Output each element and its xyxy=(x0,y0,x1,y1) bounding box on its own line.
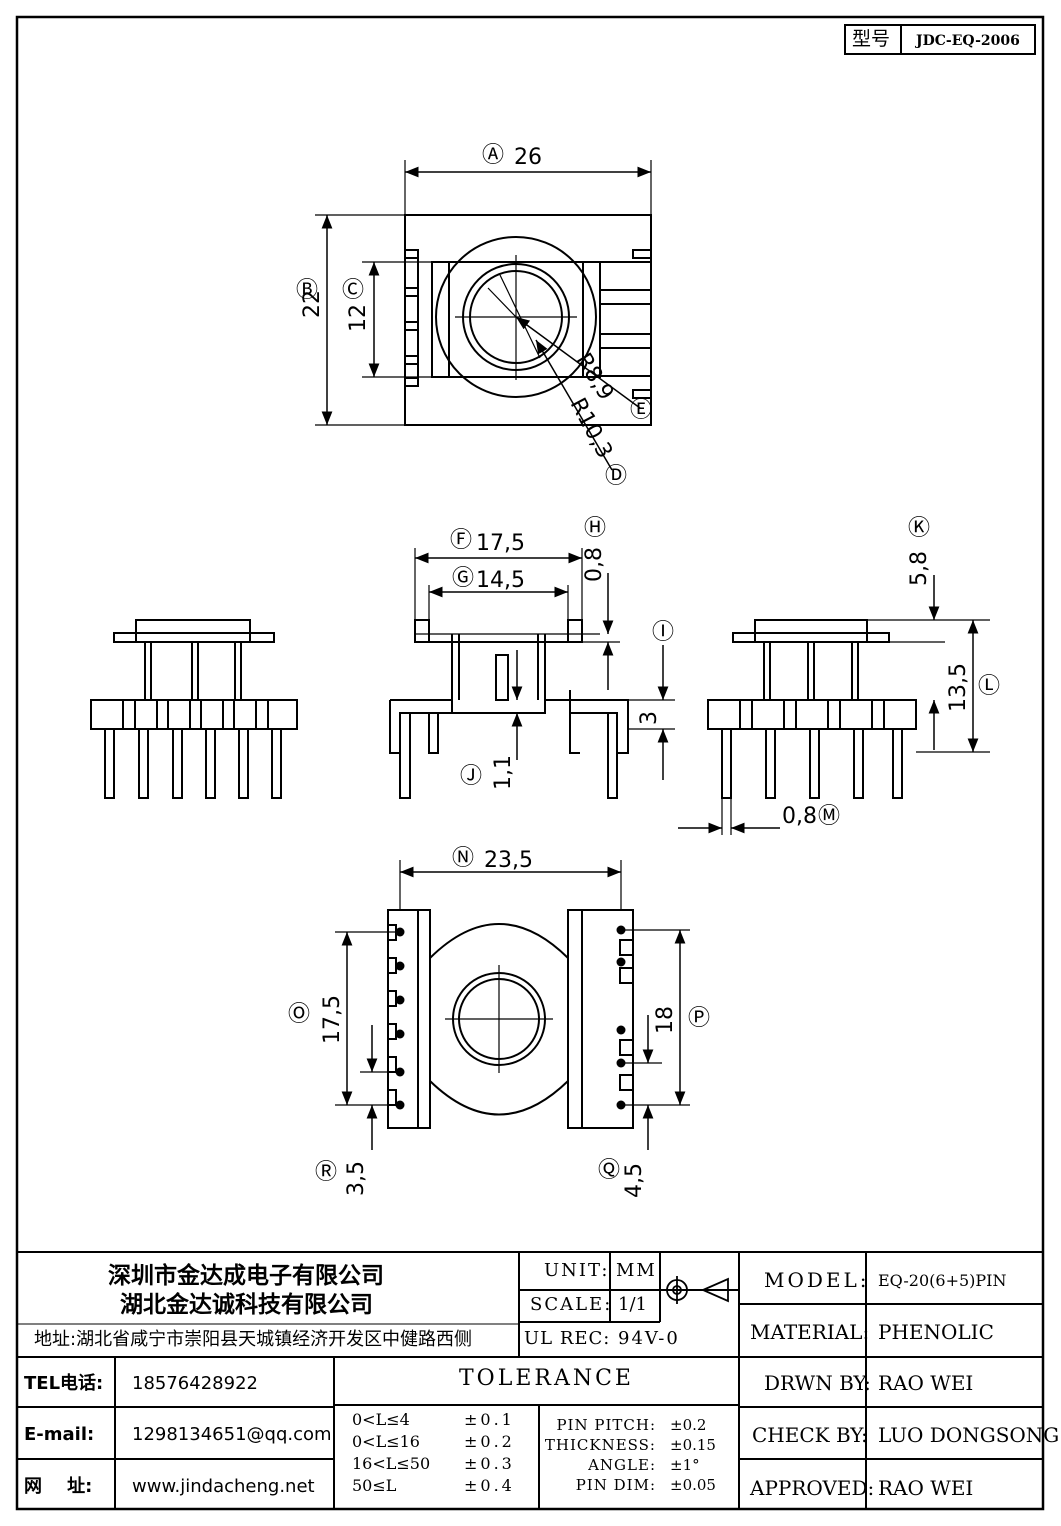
company-name-2: 湖北金达诚科技有限公司 xyxy=(120,1292,373,1318)
ulrec-value: 94V-0 xyxy=(618,1328,680,1349)
tol-value-1: ±0.1 xyxy=(464,1410,515,1429)
unit-value: MM xyxy=(616,1260,657,1281)
unit-label: UNIT: xyxy=(544,1260,610,1281)
dim-o-value: 17,5 xyxy=(320,995,345,1044)
top-view xyxy=(315,160,652,471)
tol-value-2: ±0.2 xyxy=(464,1432,515,1451)
material-label: MATERIAL: xyxy=(750,1320,870,1344)
dim-q-value: 4,5 xyxy=(622,1163,647,1198)
tol-value-4: ±0.4 xyxy=(464,1476,515,1495)
scale-value: 1/1 xyxy=(618,1294,647,1315)
dim-h-value: 0,8 xyxy=(582,547,607,582)
angle-value: ±1° xyxy=(670,1456,700,1474)
scale-label: SCALE: xyxy=(530,1294,613,1315)
dim-p-value: 18 xyxy=(653,1006,678,1034)
dim-b-value: 22 xyxy=(300,290,325,318)
tol-range-3: 16<L≤50 xyxy=(352,1454,431,1473)
side-view-right xyxy=(678,575,990,835)
dim-k-letter: Ⓚ xyxy=(908,516,931,541)
web-value: www.jindacheng.net xyxy=(132,1476,315,1497)
dim-h-letter: Ⓗ xyxy=(584,516,607,541)
tel-value: 18576428922 xyxy=(132,1373,258,1394)
title-block-grid xyxy=(17,24,1043,1509)
approved-label: APPROVED: xyxy=(750,1476,875,1500)
dim-j-letter: Ⓙ xyxy=(460,764,483,789)
front-view-center xyxy=(389,548,675,799)
dim-g-letter: Ⓖ xyxy=(452,566,475,591)
dim-o-letter: Ⓞ xyxy=(288,1002,311,1027)
dim-g-value: 14,5 xyxy=(476,568,525,593)
email-label: E-mail: xyxy=(24,1424,95,1445)
pin-dots xyxy=(395,925,626,1110)
tol-range-4: 50≤L xyxy=(352,1476,397,1495)
dim-m-letter: Ⓜ xyxy=(818,804,841,829)
tolerance-title: TOLERANCE xyxy=(459,1366,634,1391)
tel-label: TEL电话: xyxy=(24,1373,104,1394)
drawn-value: RAO WEI xyxy=(878,1371,974,1395)
pin-pitch-value: ±0.2 xyxy=(670,1416,707,1434)
dim-a-letter: Ⓐ xyxy=(482,143,505,168)
pin-dim-label: PIN DIM: xyxy=(575,1476,656,1494)
dim-m-value: 0,8 xyxy=(782,804,817,829)
approved-value: RAO WEI xyxy=(878,1476,974,1500)
drawn-label: DRWN BY: xyxy=(764,1371,871,1395)
pin-pitch-label: PIN PITCH: xyxy=(556,1416,656,1434)
dim-i-value: 3 xyxy=(637,711,662,725)
dim-j-value: 1,1 xyxy=(491,755,516,790)
thickness-label: THICKNESS: xyxy=(544,1436,656,1454)
company-name-1: 深圳市金达成电子有限公司 xyxy=(108,1263,384,1289)
front-view-left xyxy=(90,619,298,799)
dim-n-value: 23,5 xyxy=(484,848,533,873)
tol-range-2: 0<L≤16 xyxy=(352,1432,420,1451)
model-label: MODEL: xyxy=(764,1268,870,1292)
dim-q-letter: Ⓠ xyxy=(598,1158,621,1183)
dim-r-value: 3,5 xyxy=(344,1161,369,1196)
dim-n-letter: Ⓝ xyxy=(452,846,475,871)
dim-e-letter: Ⓔ xyxy=(630,398,653,423)
bottom-view xyxy=(335,860,690,1150)
pin-dim-value: ±0.05 xyxy=(670,1476,716,1494)
thickness-value: ±0.15 xyxy=(670,1436,716,1454)
dim-d-letter: Ⓓ xyxy=(605,464,628,489)
dim-r-letter: Ⓡ xyxy=(315,1160,338,1185)
tol-value-3: ±0.3 xyxy=(464,1454,515,1473)
model-box-value: JDC-EQ-2006 xyxy=(916,33,1020,49)
dim-k-value: 5,8 xyxy=(907,551,932,586)
model-box-label: 型号 xyxy=(852,28,891,50)
dim-f-letter: Ⓕ xyxy=(450,528,473,553)
dim-i-letter: Ⓘ xyxy=(652,620,675,645)
dim-p-letter: Ⓟ xyxy=(688,1006,711,1031)
check-label: CHECK BY: xyxy=(752,1423,868,1447)
email-value: 1298134651@qq.com xyxy=(132,1424,332,1445)
dim-c-letter: Ⓒ xyxy=(342,278,365,303)
dim-b-letter: Ⓑ xyxy=(296,278,319,303)
angle-label: ANGLE: xyxy=(588,1456,656,1474)
model-value: EQ-20(6+5)PIN xyxy=(878,1271,1007,1290)
web-label: 网 址: xyxy=(24,1476,93,1497)
dim-a-value: 26 xyxy=(514,145,542,170)
ulrec-label: UL REC: xyxy=(524,1328,611,1349)
dim-f-value: 17,5 xyxy=(476,531,525,556)
dim-l-letter: Ⓛ xyxy=(978,674,1001,699)
dim-l-value: 13,5 xyxy=(946,663,971,712)
material-value: PHENOLIC xyxy=(878,1320,994,1344)
company-address: 地址:湖北省咸宁市崇阳县天城镇经济开发区中健路西侧 xyxy=(34,1329,473,1350)
check-value: LUO DONGSONG xyxy=(878,1423,1060,1447)
tol-range-1: 0<L≤4 xyxy=(352,1410,410,1429)
dim-c-value: 12 xyxy=(346,304,371,332)
projection-symbol-icon xyxy=(663,1276,735,1304)
drawing-border xyxy=(15,15,1045,1511)
